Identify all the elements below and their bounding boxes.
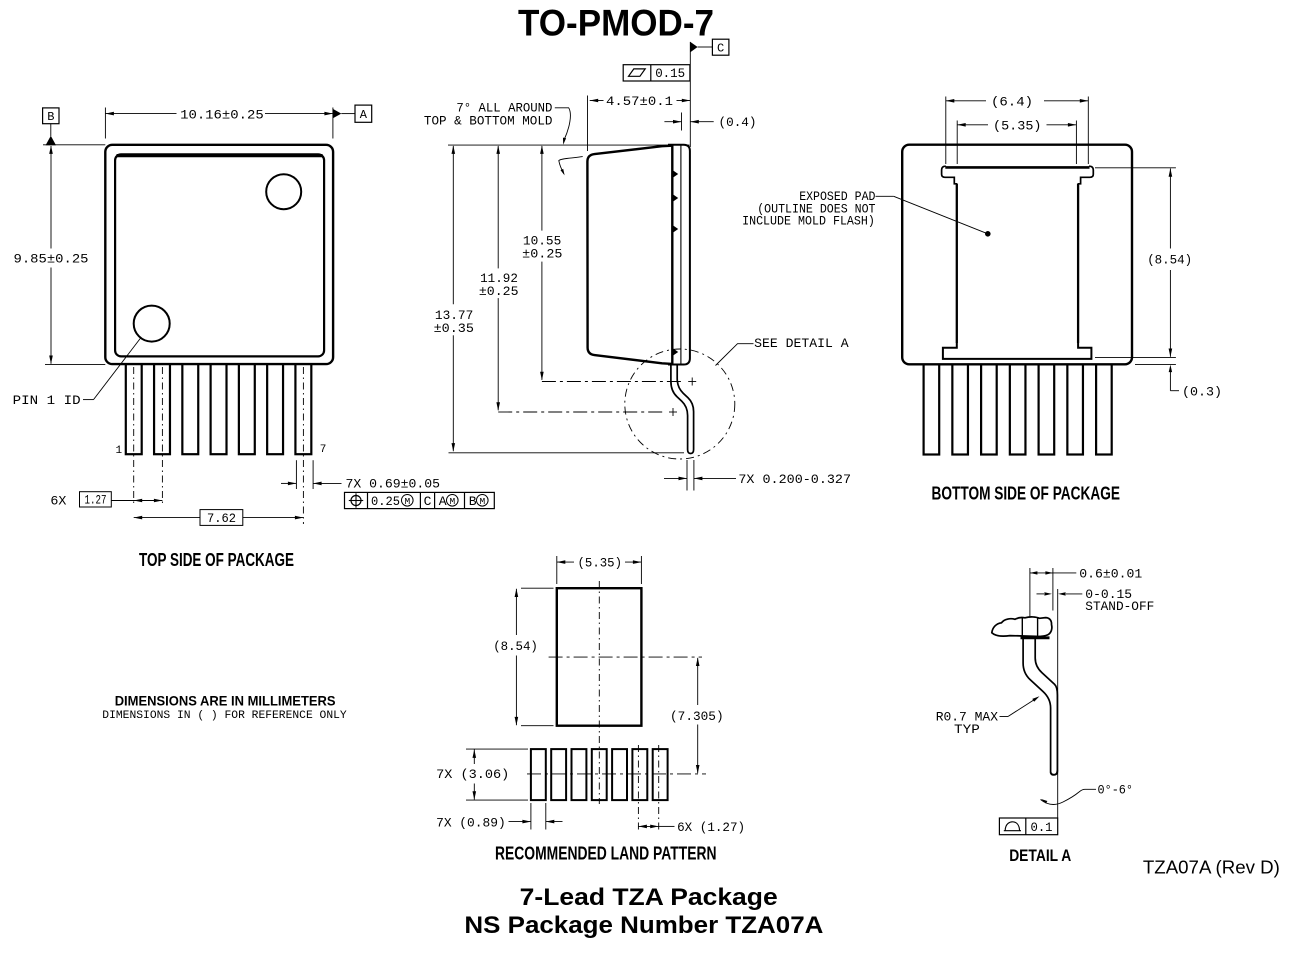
svg-text:(OUTLINE DOES NOT: (OUTLINE DOES NOT (757, 202, 875, 217)
svg-text:7X (3.06): 7X (3.06) (436, 767, 509, 782)
svg-text:0-0.15: 0-0.15 (1085, 587, 1132, 602)
svg-text:B: B (47, 110, 54, 124)
svg-text:(6.4): (6.4) (991, 94, 1033, 109)
svg-text:M: M (404, 496, 410, 507)
svg-text:(5.35): (5.35) (578, 556, 623, 571)
svg-text:7X 0.69±0.05: 7X 0.69±0.05 (346, 476, 441, 491)
svg-text:±0.25: ±0.25 (522, 246, 562, 261)
svg-text:NS Package Number TZA07A: NS Package Number TZA07A (464, 912, 823, 939)
svg-text:TZA07A (Rev D): TZA07A (Rev D) (1143, 858, 1280, 878)
svg-text:DIMENSIONS ARE IN MILLIMETERS: DIMENSIONS ARE IN MILLIMETERS (115, 693, 336, 709)
svg-text:(5.35): (5.35) (993, 118, 1042, 133)
svg-text:TO-PMOD-7: TO-PMOD-7 (518, 3, 714, 44)
svg-text:7.62: 7.62 (207, 511, 236, 526)
svg-text:10.16±0.25: 10.16±0.25 (180, 107, 264, 122)
svg-text:1: 1 (116, 445, 123, 457)
svg-text:A: A (360, 108, 368, 122)
svg-text:7: 7 (320, 444, 327, 456)
svg-text:C: C (424, 494, 432, 509)
svg-text:10.55: 10.55 (523, 233, 561, 248)
svg-text:7X 0.200-0.327: 7X 0.200-0.327 (738, 472, 851, 487)
svg-text:EXPOSED PAD: EXPOSED PAD (799, 189, 875, 204)
svg-text:TOP SIDE OF PACKAGE: TOP SIDE OF PACKAGE (139, 550, 294, 570)
svg-text:DETAIL A: DETAIL A (1009, 846, 1071, 865)
svg-text:M: M (449, 496, 455, 507)
svg-text:0.1: 0.1 (1031, 820, 1053, 835)
svg-text:STAND-OFF: STAND-OFF (1085, 599, 1154, 614)
svg-text:BOTTOM SIDE OF PACKAGE: BOTTOM SIDE OF PACKAGE (932, 483, 1121, 503)
svg-text:7X (0.89): 7X (0.89) (436, 815, 506, 830)
svg-text:RECOMMENDED LAND PATTERN: RECOMMENDED LAND PATTERN (495, 843, 717, 863)
svg-text:11.92: 11.92 (480, 271, 518, 286)
svg-text:A: A (439, 494, 447, 509)
svg-text:0.6±0.01: 0.6±0.01 (1079, 566, 1142, 581)
svg-text:6X: 6X (50, 493, 66, 508)
svg-text:PIN 1 ID: PIN 1 ID (13, 393, 81, 408)
svg-text:9.85±0.25: 9.85±0.25 (14, 251, 89, 266)
svg-text:0.25: 0.25 (371, 494, 400, 509)
svg-text:6X (1.27): 6X (1.27) (677, 820, 745, 835)
svg-text:C: C (717, 41, 724, 55)
svg-text:INCLUDE MOLD FLASH): INCLUDE MOLD FLASH) (742, 214, 875, 229)
svg-text:0°-6°: 0°-6° (1098, 783, 1134, 798)
svg-text:R0.7 MAX: R0.7 MAX (936, 709, 998, 724)
svg-text:M: M (479, 496, 485, 507)
svg-text:±0.35: ±0.35 (434, 321, 474, 336)
svg-text:7-Lead TZA Package: 7-Lead TZA Package (520, 884, 778, 911)
svg-text:(0.3): (0.3) (1182, 385, 1222, 400)
svg-text:B: B (469, 494, 477, 509)
svg-text:TYP: TYP (954, 722, 980, 737)
svg-text:(0.4): (0.4) (719, 115, 757, 130)
svg-text:1.27: 1.27 (85, 493, 107, 508)
svg-text:(8.54): (8.54) (493, 639, 538, 654)
svg-text:4.57±0.1: 4.57±0.1 (606, 94, 673, 109)
svg-text:13.77: 13.77 (435, 308, 473, 323)
svg-text:(7.305): (7.305) (670, 709, 724, 724)
svg-text:(8.54): (8.54) (1147, 253, 1192, 268)
svg-text:±0.25: ±0.25 (479, 284, 519, 299)
svg-text:SEE DETAIL A: SEE DETAIL A (754, 336, 849, 351)
svg-text:7° ALL AROUND: 7° ALL AROUND (456, 101, 552, 116)
svg-text:DIMENSIONS IN ( ) FOR REFERENC: DIMENSIONS IN ( ) FOR REFERENCE ONLY (102, 710, 347, 722)
svg-text:0.15: 0.15 (655, 66, 685, 81)
svg-text:TOP & BOTTOM MOLD: TOP & BOTTOM MOLD (424, 114, 553, 129)
